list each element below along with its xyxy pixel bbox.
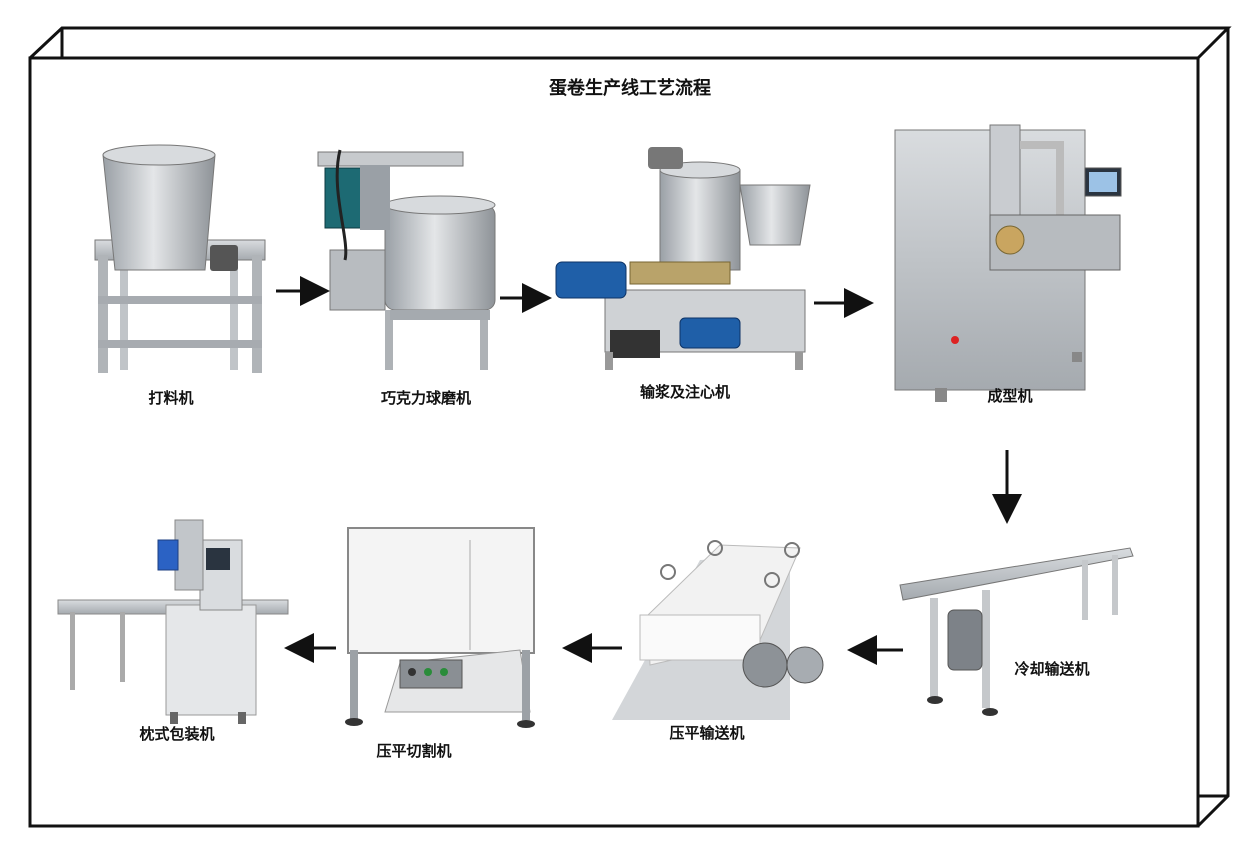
pump-filling-machine bbox=[555, 147, 811, 370]
forming-machine bbox=[894, 124, 1122, 402]
mixing-tank-machine bbox=[94, 144, 266, 373]
cooling-conveyor bbox=[899, 547, 1134, 716]
label-forming-machine: 成型机 bbox=[987, 387, 1033, 405]
box-frame bbox=[28, 26, 1232, 828]
label-flatten-cutter: 压平切割机 bbox=[376, 742, 452, 760]
flattening-conveyor bbox=[612, 540, 824, 720]
label-pump-filling: 输浆及注心机 bbox=[639, 383, 731, 401]
diagram-title: 蛋卷生产线工艺流程 bbox=[549, 78, 711, 99]
pillow-packing-machine bbox=[57, 519, 289, 724]
label-flattening-conveyor: 压平输送机 bbox=[669, 724, 745, 742]
label-pillow-packer: 枕式包装机 bbox=[139, 725, 215, 743]
flow-arrows bbox=[276, 276, 1022, 665]
flatten-cutting-machine bbox=[345, 527, 535, 728]
ball-mill-machine bbox=[317, 149, 496, 370]
label-cooling-conveyor: 冷却输送机 bbox=[1014, 660, 1090, 678]
label-mixing-machine: 打料机 bbox=[148, 389, 194, 407]
label-ball-mill: 巧克力球磨机 bbox=[380, 389, 472, 407]
